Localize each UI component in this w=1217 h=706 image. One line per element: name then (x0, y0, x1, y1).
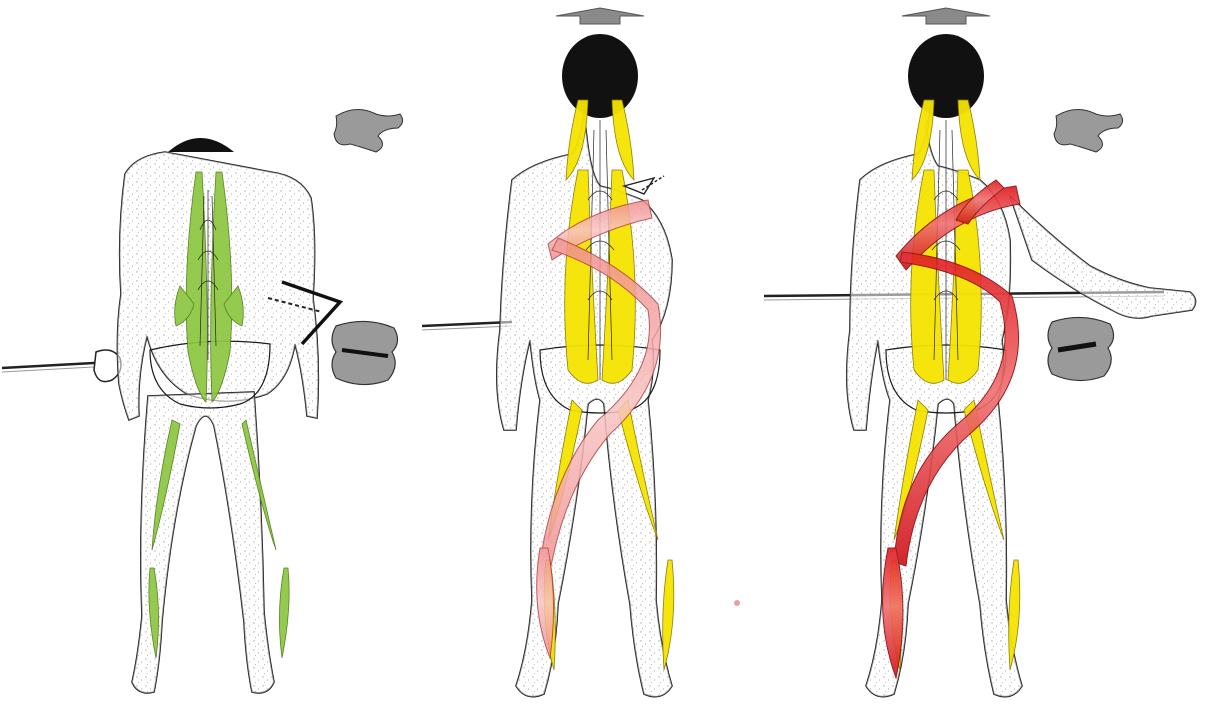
vertebra-icon (332, 321, 398, 384)
vertebra-icon (334, 109, 403, 152)
vertebra-icon (1054, 109, 1123, 152)
stray-mark (734, 600, 740, 606)
figure-rotating-mild (422, 8, 674, 697)
up-arrow-icon (556, 8, 644, 24)
head-upright (562, 34, 638, 118)
head-bent (168, 138, 234, 152)
figure-rotating-strong (764, 8, 1196, 697)
rod-left (422, 322, 512, 326)
twist-arrow-icon (624, 176, 664, 194)
up-arrow-icon (902, 8, 990, 24)
head-upright (908, 34, 984, 118)
figure-flexed (2, 109, 403, 692)
vertebra-icon (1048, 317, 1114, 380)
